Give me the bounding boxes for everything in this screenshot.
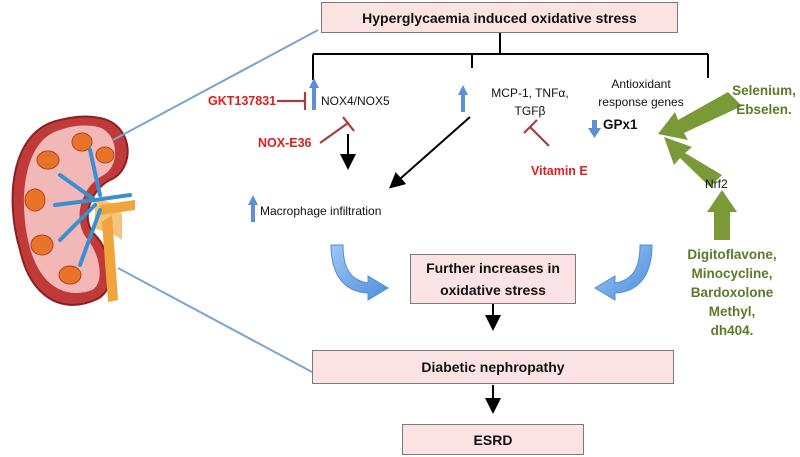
top-bracket (312, 32, 709, 80)
ebselen-line: Ebselen. (736, 102, 792, 117)
selenium-ebselen-label: Selenium, Ebselen. (726, 81, 800, 119)
down-arrow-gpx1 (588, 120, 601, 138)
activator-line-3: Bardoxolone (690, 285, 774, 300)
further-label-line1: Further increases in (426, 260, 560, 276)
activator-line-1: Digitoflavone, (687, 247, 777, 262)
mcp-label: MCP-1, TNFα, TGFβ (475, 86, 585, 119)
macrophage-label: Macrophage infiltration (260, 204, 382, 218)
hyperglycaemia-box: Hyperglycaemia induced oxidative stress (321, 2, 678, 33)
up-arrows (248, 78, 468, 222)
vitamin-e-label: Vitamin E (531, 164, 588, 178)
curved-arrow-left (330, 244, 389, 301)
gpx1-label: GPx1 (603, 117, 638, 132)
hyperglycaemia-label: Hyperglycaemia induced oxidative stress (362, 9, 637, 26)
mcp-to-macrophage-arrow (389, 116, 471, 189)
gkt-inhibitor-symbol (277, 92, 307, 110)
activator-arrows (658, 92, 742, 240)
activator-line-2: Minocycline, (691, 266, 773, 281)
further-oxidative-stress-box: Further increases in oxidative stress (410, 254, 576, 304)
nox-label: NOX4/NOX5 (321, 94, 390, 108)
pointer-line-bottom (117, 267, 313, 373)
further-label-line2: oxidative stress (440, 282, 546, 298)
mcp-line2: TGFβ (514, 104, 546, 118)
nrf2-activators-label: Digitoflavone, Minocycline, Bardoxolone … (672, 245, 792, 340)
diabetic-nephropathy-box: Diabetic nephropathy (312, 350, 674, 384)
esrd-label: ESRD (473, 431, 513, 448)
pointer-line-top (112, 29, 319, 141)
mcp-line1: MCP-1, TNFα, (491, 86, 569, 100)
nox-e36-inhibitor-symbol (319, 116, 355, 144)
gkt137831-label: GKT137831 (208, 94, 277, 108)
kidney-illustration (11, 115, 135, 306)
antioxidant-line2: response genes (598, 95, 684, 109)
esrd-box: ESRD (402, 424, 584, 455)
nrf2-label: Nrf2 (705, 177, 728, 191)
curved-arrow-right (594, 244, 653, 301)
nox-e36-label: NOX-E36 (258, 136, 312, 150)
nephropathy-label: Diabetic nephropathy (421, 359, 565, 375)
vitamin-e-inhibitor-symbol (523, 119, 550, 147)
activator-line-4: Methyl, (708, 304, 756, 319)
antioxidant-line1: Antioxidant (611, 77, 671, 91)
activator-line-5: dh404. (710, 323, 754, 338)
antioxidant-label: Antioxidant response genes (586, 77, 696, 110)
selenium-line: Selenium, (732, 83, 796, 98)
